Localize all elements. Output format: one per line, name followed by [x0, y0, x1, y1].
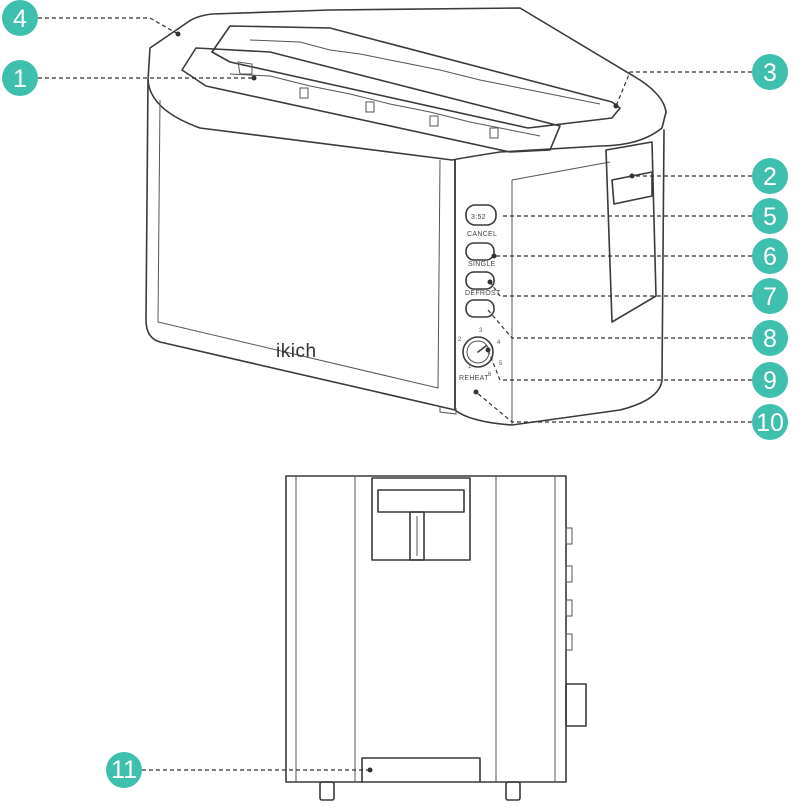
leader-line — [615, 71, 752, 107]
toaster-front-view: ikich 3:52 CANCEL SINGLE DEFROST 1 2 3 4… — [145, 7, 667, 426]
toaster-side — [454, 129, 665, 426]
slot-rack-front — [229, 73, 541, 137]
slot-front — [181, 47, 561, 153]
side-lever-handle — [377, 489, 465, 513]
leader-line — [475, 391, 752, 423]
toaster-side-view — [285, 475, 587, 801]
leader-line — [38, 17, 179, 35]
side-foot — [505, 781, 521, 801]
side-foot — [319, 781, 335, 801]
leader-dot — [175, 31, 181, 37]
bread-slots — [181, 25, 621, 153]
leader-dot — [485, 347, 491, 353]
rack-tab — [299, 87, 309, 99]
leader-dot — [491, 253, 497, 259]
leader-dot — [473, 389, 479, 395]
toaster-side-top — [511, 161, 611, 181]
side-dial — [565, 683, 587, 727]
callout-badge-6: 6 — [752, 238, 788, 274]
dial-number: 4 — [497, 340, 501, 346]
side-lever-slot — [371, 477, 471, 561]
leader-line — [487, 349, 752, 381]
svg-text:2: 2 — [763, 163, 777, 191]
browning-dial: 1 2 3 4 5 6 — [458, 328, 503, 378]
side-button — [565, 633, 573, 651]
cancel-button — [465, 242, 495, 261]
side-button — [565, 599, 573, 617]
callout-badge-2: 2 — [752, 158, 788, 194]
side-lever-stem — [409, 511, 425, 561]
slot-back — [211, 25, 621, 129]
svg-text:1: 1 — [13, 65, 27, 93]
toaster-body — [145, 79, 456, 411]
svg-text:8: 8 — [763, 325, 777, 353]
svg-text:3: 3 — [763, 59, 777, 87]
dial-number: 6 — [488, 372, 492, 378]
reheat-label: REHEAT — [459, 375, 489, 382]
svg-text:9: 9 — [763, 367, 777, 395]
callout-badge-5: 5 — [752, 198, 788, 234]
cancel-label: CANCEL — [467, 231, 497, 238]
defrost-button — [465, 299, 495, 318]
leader-dot — [629, 173, 635, 179]
svg-text:6: 6 — [763, 243, 777, 271]
lever-handle — [611, 171, 653, 205]
leader-lines — [38, 17, 752, 773]
dial-number: 1 — [468, 364, 472, 370]
crumb-tray — [361, 757, 481, 783]
crumb-guard — [237, 61, 253, 75]
svg-text:7: 7 — [763, 283, 777, 311]
side-button — [565, 565, 573, 583]
display-button — [465, 204, 497, 226]
side-body — [285, 475, 567, 783]
display-digits: 3:52 — [471, 214, 486, 221]
callout-badge-9: 9 — [752, 362, 788, 398]
dial-number: 2 — [458, 337, 462, 343]
rack-tab — [489, 127, 499, 139]
slot-rack-back — [249, 39, 601, 105]
single-button — [465, 271, 495, 290]
brand-logo: ikich — [276, 341, 317, 362]
svg-text:4: 4 — [13, 5, 27, 33]
dial-pointer — [477, 345, 487, 353]
toaster-body-inner — [157, 99, 441, 389]
svg-text:10: 10 — [756, 409, 784, 437]
callout-badge-4: 4 — [2, 0, 38, 36]
callout-badge-3: 3 — [752, 54, 788, 90]
callout-badge-7: 7 — [752, 278, 788, 314]
callout-badge-10: 10 — [752, 404, 788, 440]
single-label: SINGLE — [468, 261, 496, 268]
leader-dot — [367, 767, 373, 773]
side-button — [565, 527, 573, 545]
leader-dot — [251, 75, 257, 81]
leader-line — [487, 309, 752, 339]
rack-tab — [429, 115, 439, 127]
leader-line — [489, 281, 752, 297]
lever-slot — [605, 141, 657, 323]
leader-dot — [487, 279, 493, 285]
svg-text:5: 5 — [763, 203, 777, 231]
callout-badge-11: 11 — [106, 752, 142, 788]
dial-number: 3 — [479, 328, 483, 334]
rack-tab — [365, 101, 375, 113]
dial-number: 5 — [499, 361, 503, 367]
svg-text:11: 11 — [111, 756, 137, 784]
control-panel: 3:52 CANCEL SINGLE DEFROST 1 2 3 4 5 6 R… — [458, 204, 503, 382]
toaster-foot — [439, 406, 457, 415]
toaster-lid — [147, 7, 667, 161]
callout-badges: 4 1 3 2 5 6 7 8 — [2, 0, 788, 788]
callout-badge-1: 1 — [2, 60, 38, 96]
defrost-label: DEFROST — [465, 290, 501, 297]
dial-knob — [462, 336, 494, 368]
callout-badge-8: 8 — [752, 320, 788, 356]
leader-dot — [613, 103, 619, 109]
